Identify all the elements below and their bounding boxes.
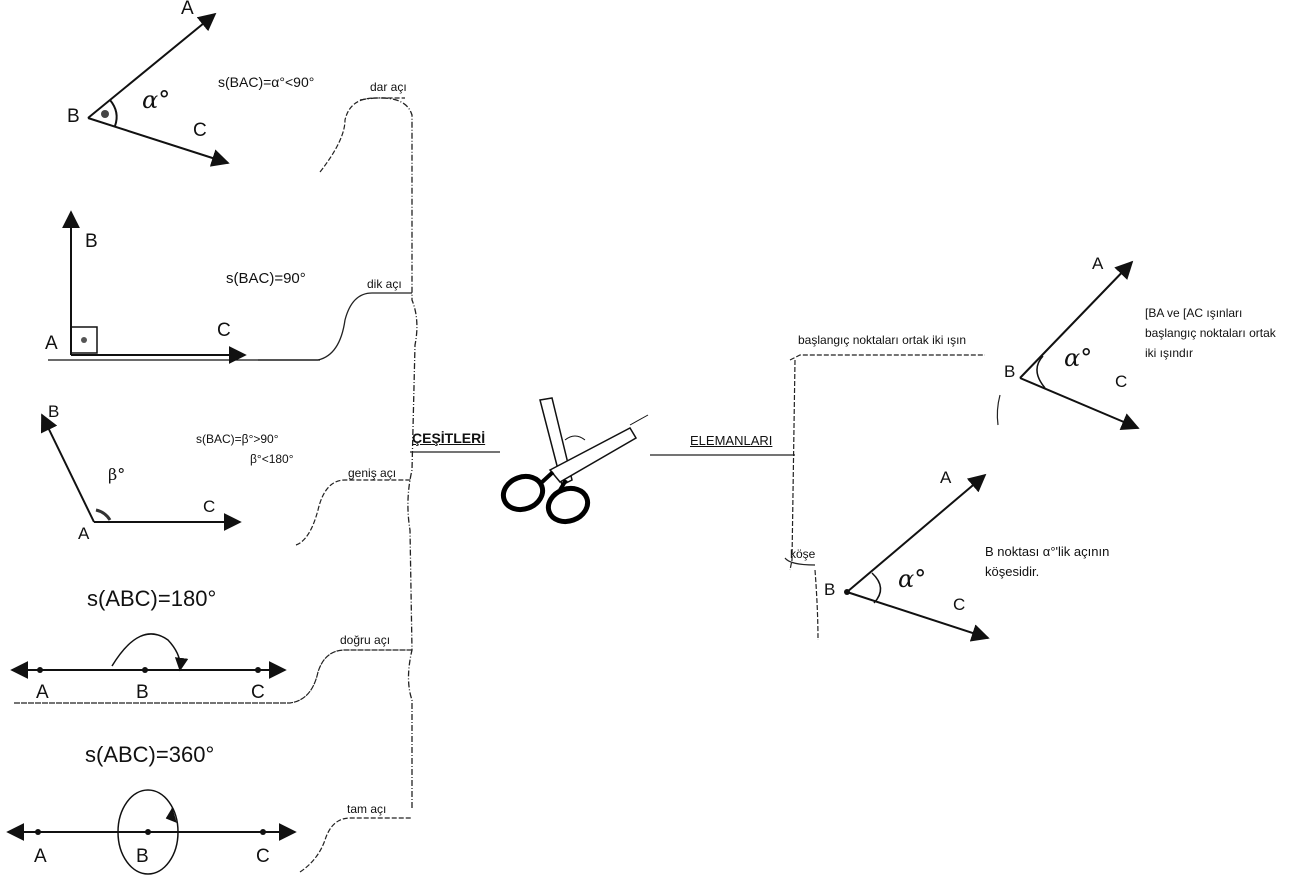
cesitleri-label: ÇEŞİTLERİ bbox=[412, 430, 486, 446]
tam-aci-connector bbox=[299, 817, 412, 873]
dar-aci-connector bbox=[319, 97, 405, 173]
acute-point-a: A bbox=[181, 0, 194, 19]
vertex-point-b: B bbox=[824, 580, 836, 599]
acute-formula: s(BAC)=α°<90° bbox=[218, 74, 315, 90]
straight-point-b: B bbox=[136, 682, 149, 703]
right-formula: s(BAC)=90° bbox=[226, 270, 306, 287]
full-angle-diagram bbox=[6, 789, 297, 875]
right-point-a: A bbox=[45, 333, 58, 354]
vertex-point-a: A bbox=[940, 468, 952, 487]
branch-rays[interactable]: başlangıç noktaları ortak iki ışın bbox=[798, 333, 967, 347]
koşe-connector bbox=[784, 557, 816, 566]
vertex-angle-symbol: α° bbox=[898, 565, 927, 593]
full-formula: s(ABC)=360° bbox=[85, 742, 215, 767]
rays-point-c: C bbox=[1115, 372, 1128, 391]
vertex-diagram bbox=[844, 473, 990, 642]
vertex-point-c: C bbox=[953, 595, 966, 614]
genis-aci-connector bbox=[295, 479, 412, 546]
branch-dogru-aci[interactable]: doğru açı bbox=[340, 633, 391, 647]
full-point-a: A bbox=[34, 846, 47, 867]
acute-point-c: C bbox=[193, 120, 207, 141]
acute-angle-diagram bbox=[87, 12, 230, 167]
rays-connector bbox=[996, 394, 1001, 426]
obtuse-formula-1: s(BAC)=β°>90° bbox=[196, 432, 279, 446]
elements-bracket bbox=[789, 354, 985, 641]
vertex-note-2: köşesidir. bbox=[985, 564, 1040, 579]
right-point-b: B bbox=[85, 231, 98, 252]
obtuse-point-a: A bbox=[78, 524, 90, 543]
dik-aci-connector bbox=[258, 292, 412, 361]
straight-formula: s(ABC)=180° bbox=[87, 586, 217, 611]
rays-point-b: B bbox=[1004, 362, 1016, 381]
obtuse-point-c: C bbox=[203, 497, 216, 516]
branch-dar-aci[interactable]: dar açı bbox=[370, 80, 407, 94]
straight-angle-diagram bbox=[10, 633, 287, 679]
right-angle-diagram bbox=[48, 210, 320, 364]
rays-angle-symbol: α° bbox=[1064, 344, 1093, 372]
rays-note-3: iki ışındır bbox=[1145, 346, 1194, 360]
obtuse-angle-diagram bbox=[40, 413, 242, 531]
straight-point-a: A bbox=[36, 682, 49, 703]
branch-tam-aci[interactable]: tam açı bbox=[347, 802, 387, 816]
dogru-aci-connector bbox=[14, 649, 412, 704]
full-point-c: C bbox=[256, 846, 270, 867]
full-point-b: B bbox=[136, 846, 149, 867]
acute-angle-symbol: α° bbox=[142, 86, 171, 114]
rays-note-2: başlangıç noktaları ortak bbox=[1145, 326, 1276, 340]
rays-diagram bbox=[1019, 260, 1140, 430]
obtuse-angle-symbol: β° bbox=[108, 465, 126, 484]
obtuse-formula-2: β°<180° bbox=[250, 452, 294, 466]
rays-point-a: A bbox=[1092, 254, 1104, 273]
branch-genis-aci[interactable]: geniş açı bbox=[348, 466, 397, 480]
right-point-c: C bbox=[217, 320, 231, 341]
types-bracket bbox=[359, 97, 418, 810]
acute-point-b: B bbox=[67, 106, 80, 127]
rays-note-1: [BA ve [AC ışınları bbox=[1145, 306, 1243, 320]
elemanlari-label: ELEMANLARI bbox=[690, 433, 773, 448]
obtuse-point-b: B bbox=[48, 402, 60, 421]
vertex-note-1: B noktası α°'lik açının bbox=[985, 544, 1110, 559]
branch-kose[interactable]: köşe bbox=[790, 547, 816, 561]
scissors-icon bbox=[500, 397, 649, 525]
branch-dik-aci[interactable]: dik açı bbox=[367, 277, 402, 291]
straight-point-c: C bbox=[251, 682, 265, 703]
